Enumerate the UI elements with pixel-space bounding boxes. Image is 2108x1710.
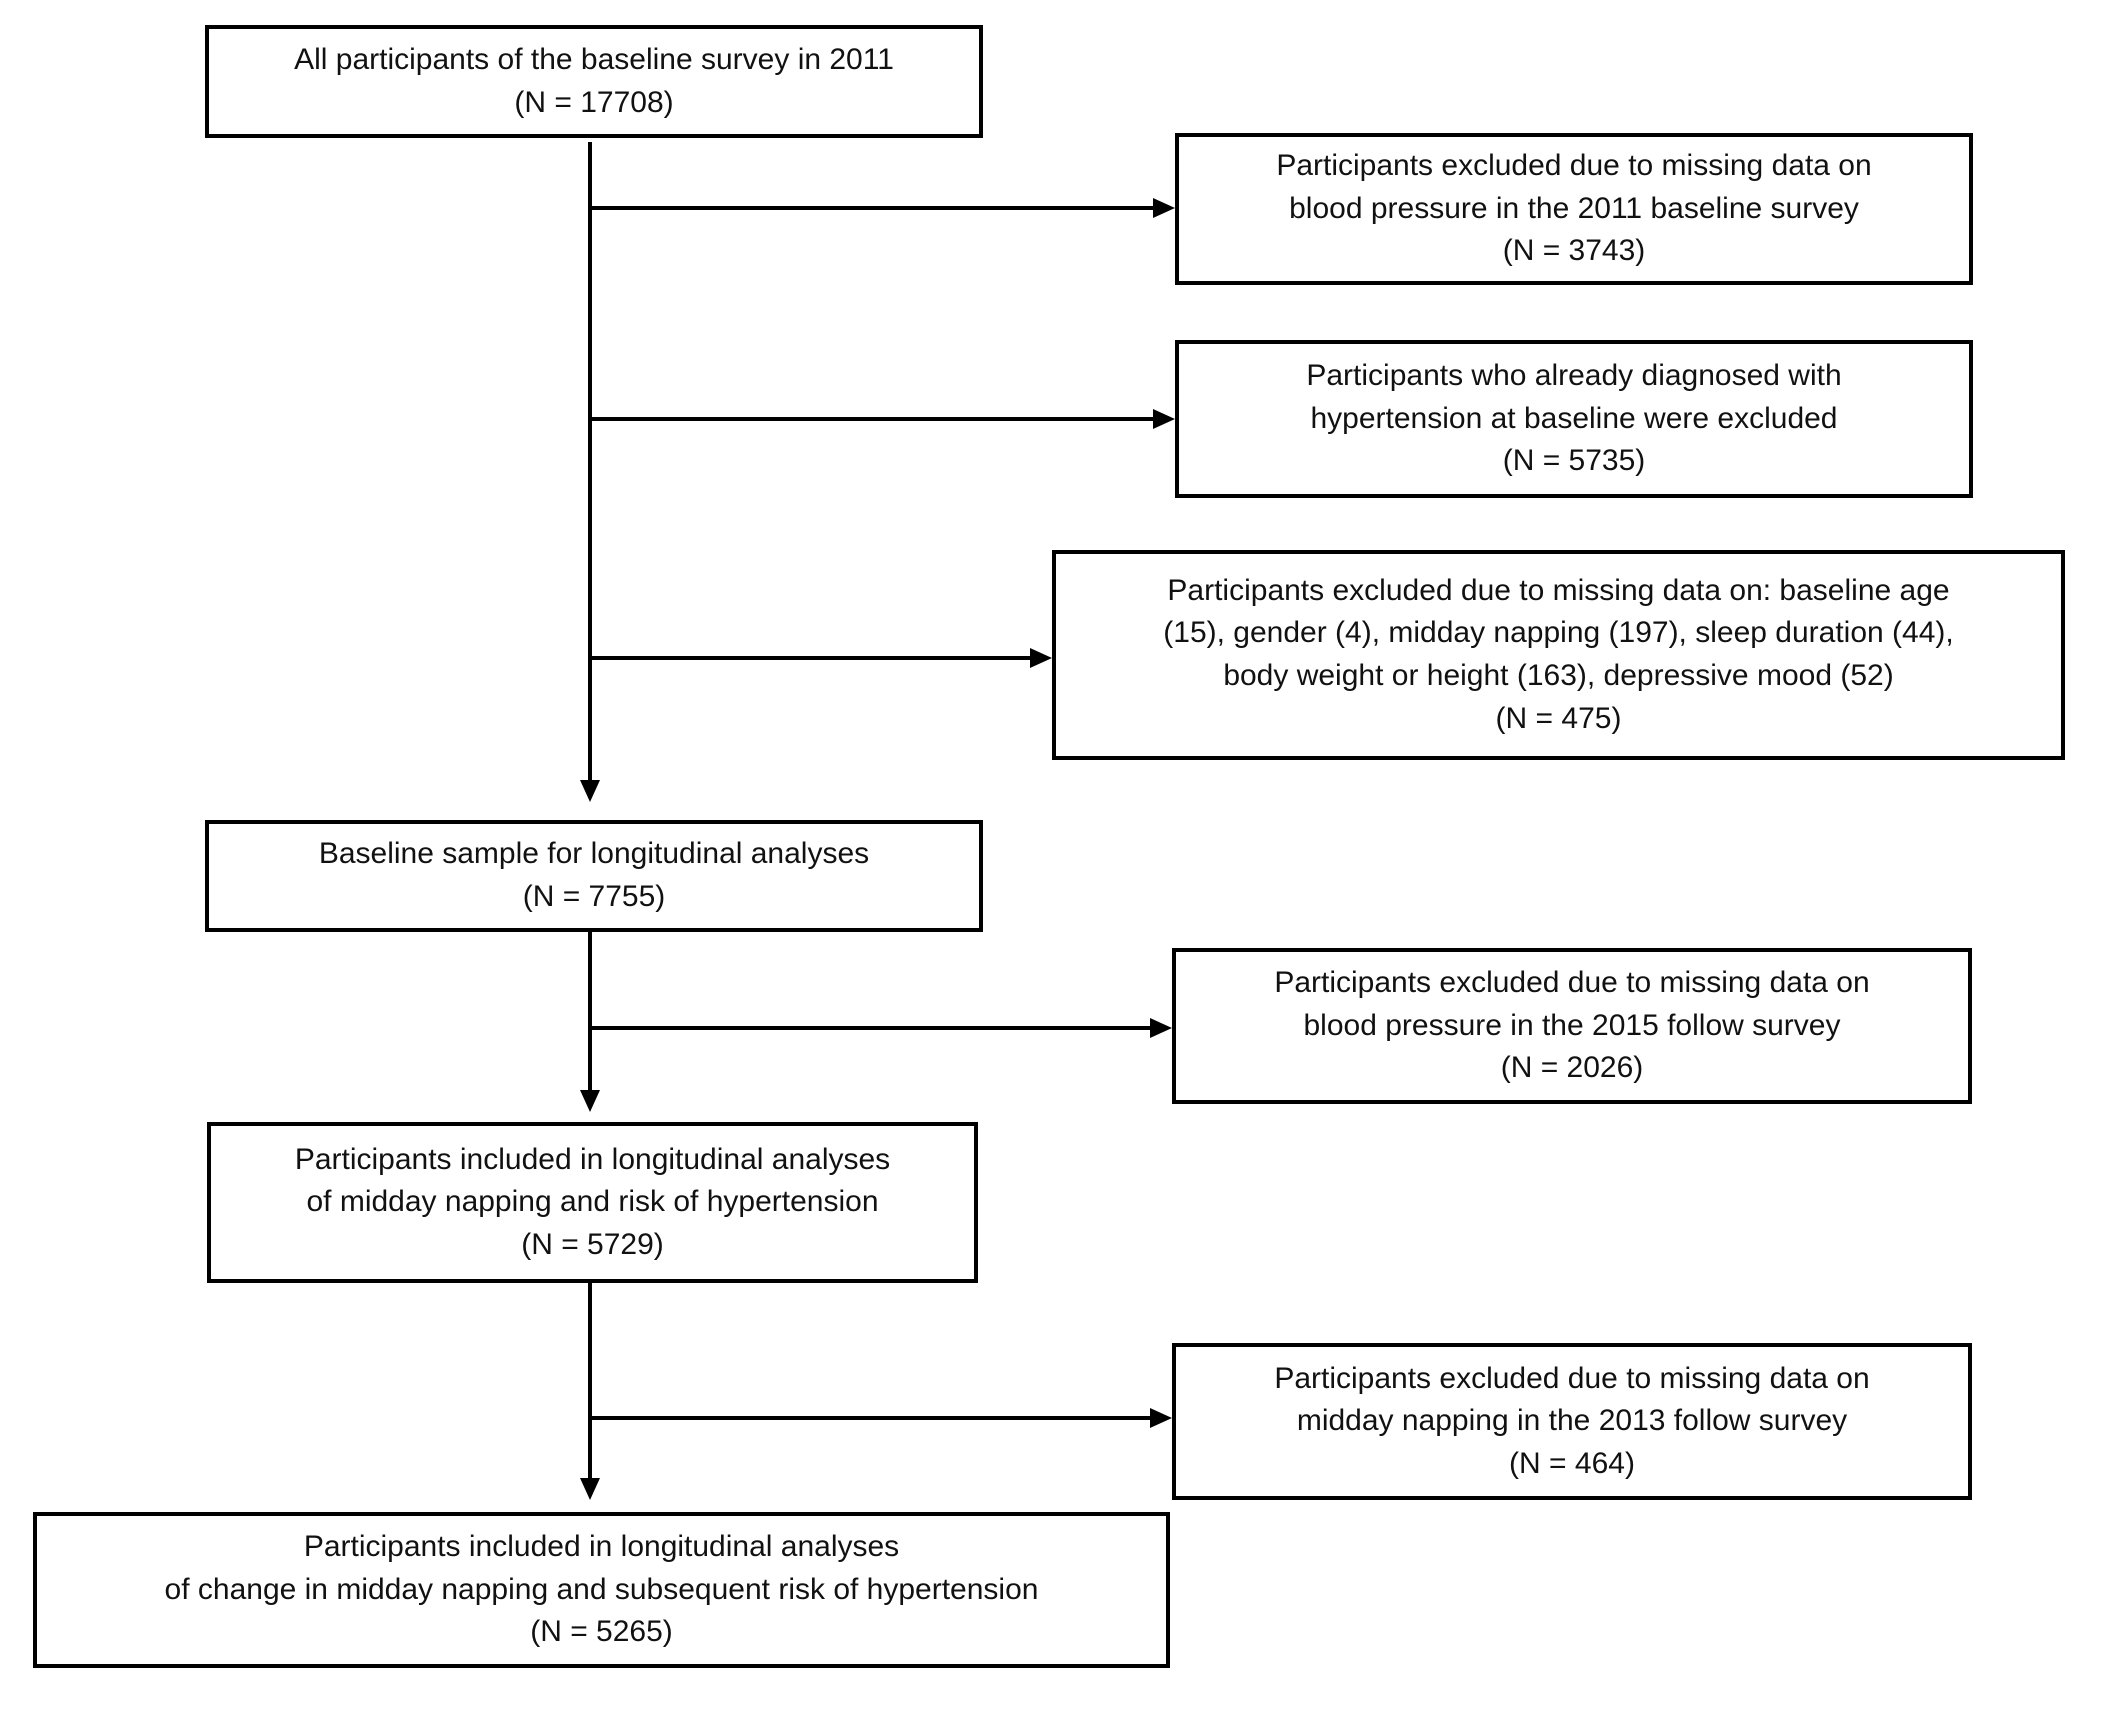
arrowhead-down-1: [580, 780, 600, 802]
box-included-napping-risk: Participants included in longitudinal an…: [207, 1122, 978, 1283]
box-included-change-napping: Participants included in longitudinal an…: [33, 1512, 1170, 1668]
arrowhead-right-5: [1150, 1408, 1172, 1428]
flow-line-branch-2: [590, 417, 1155, 421]
box-text-line: midday napping in the 2013 follow survey: [1296, 1404, 1848, 1438]
box-text-line: blood pressure in the 2011 baseline surv…: [1289, 191, 1859, 225]
box-text-line: blood pressure in the 2015 follow survey: [1303, 1008, 1841, 1042]
box-text-line: (N = 5265): [530, 1615, 673, 1649]
box-text-line: Participants included in longitudinal an…: [294, 1142, 891, 1176]
flow-line-vertical-1: [588, 142, 592, 782]
box-text-line: Participants excluded due to missing dat…: [1274, 966, 1870, 1000]
box-excluded-bp-2015: Participants excluded due to missing dat…: [1172, 948, 1972, 1104]
box-text-line: (N = 5729): [521, 1227, 664, 1261]
box-text-line: (N = 17708): [514, 85, 674, 119]
flow-line-branch-3: [590, 656, 1032, 660]
box-text-line: (N = 7755): [522, 880, 666, 913]
arrowhead-right-3: [1030, 648, 1052, 668]
box-text-line: of midday napping and risk of hypertensi…: [306, 1185, 879, 1219]
arrowhead-right-4: [1150, 1018, 1172, 1038]
flow-line-branch-1: [590, 206, 1155, 210]
arrowhead-right-1: [1153, 198, 1175, 218]
box-text-line: Participants excluded due to missing dat…: [1276, 149, 1872, 183]
box-excluded-napping-2013: Participants excluded due to missing dat…: [1172, 1343, 1972, 1500]
box-text-line: (N = 464): [1509, 1446, 1635, 1480]
arrowhead-down-2: [580, 1090, 600, 1112]
arrowhead-right-2: [1153, 409, 1175, 429]
box-text-line: (N = 475): [1495, 701, 1622, 735]
box-text-line: of change in midday napping and subseque…: [164, 1572, 1039, 1606]
box-text-line: All participants of the baseline survey …: [294, 42, 894, 76]
box-text-line: Participants who already diagnosed with: [1306, 359, 1842, 393]
box-excluded-hypertension-baseline: Participants who already diagnosed with …: [1175, 340, 1973, 498]
box-text-line: (N = 5735): [1502, 444, 1646, 478]
box-text-line: Participants included in longitudinal an…: [303, 1530, 900, 1564]
box-text-line: Participants excluded due to missing dat…: [1274, 1361, 1870, 1395]
arrowhead-down-3: [580, 1478, 600, 1500]
box-baseline-sample: Baseline sample for longitudinal analyse…: [205, 820, 983, 932]
box-all-participants: All participants of the baseline survey …: [205, 25, 983, 138]
box-text-line: Baseline sample for longitudinal analyse…: [318, 837, 870, 871]
flow-line-vertical-3: [588, 1283, 592, 1480]
box-excluded-missing-covariates: Participants excluded due to missing dat…: [1052, 550, 2065, 760]
flow-line-vertical-2: [588, 932, 592, 1092]
box-text-line: (N = 3743): [1502, 234, 1646, 268]
box-text-line: hypertension at baseline were excluded: [1310, 401, 1838, 435]
box-text-line: body weight or height (163), depressive …: [1223, 659, 1894, 692]
flow-line-branch-4: [590, 1026, 1152, 1030]
box-text-line: (15), gender (4), midday napping (197), …: [1163, 616, 1954, 650]
box-text-line: Participants excluded due to missing dat…: [1167, 573, 1950, 607]
box-text-line: (N = 2026): [1500, 1051, 1644, 1085]
box-excluded-bp-2011: Participants excluded due to missing dat…: [1175, 133, 1973, 285]
flow-line-branch-5: [590, 1416, 1152, 1420]
